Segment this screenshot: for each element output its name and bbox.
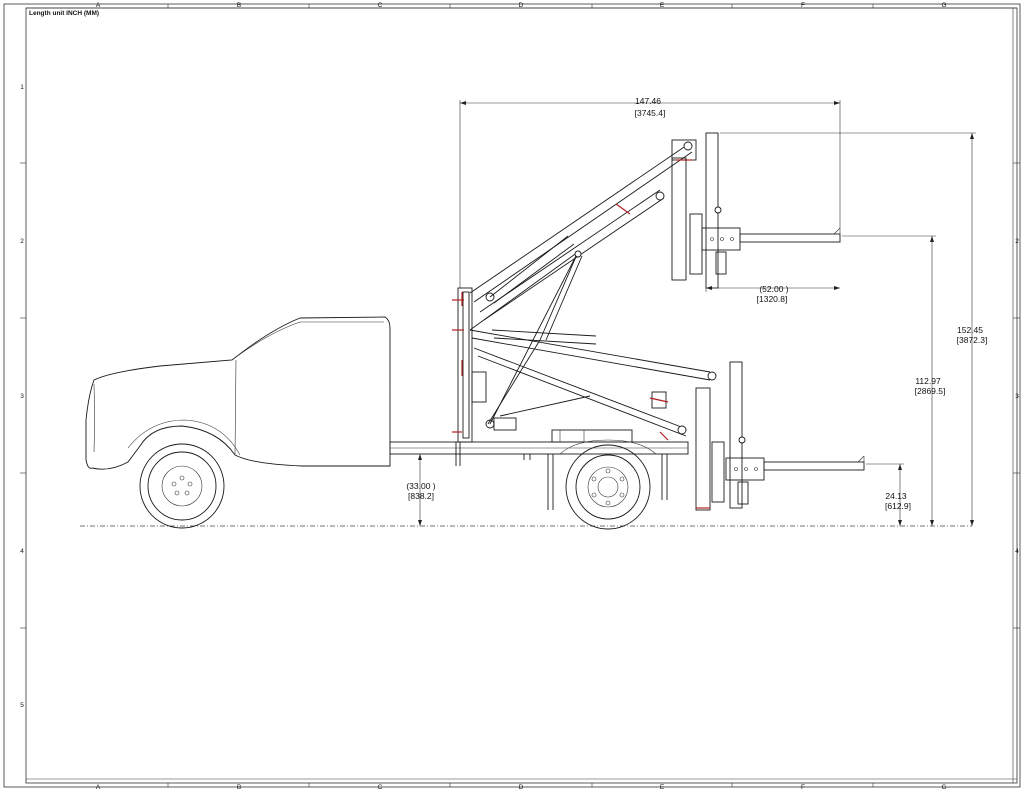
col-label-top: A — [96, 2, 101, 9]
truck-cab — [85, 316, 391, 470]
col-label-bottom: F — [801, 784, 805, 791]
row-label-right: 4 — [1015, 548, 1019, 555]
dim-fork-length-inch: (52.00 ) — [759, 284, 788, 294]
col-label-bottom: C — [378, 784, 383, 791]
front-wheel — [139, 443, 225, 529]
rear-wheel — [565, 444, 651, 530]
col-label-top: G — [941, 2, 946, 9]
sheet-border — [3, 3, 1021, 788]
col-label-bottom: B — [237, 784, 241, 791]
zone-ticks — [20, 4, 1020, 787]
col-label-top: E — [660, 2, 665, 9]
col-label-top: D — [519, 2, 524, 9]
stabilizer-legs — [523, 454, 668, 510]
dim-fork-length-mm: [1320.8] — [757, 294, 788, 304]
col-label-bottom: G — [941, 784, 946, 791]
col-label-bottom: E — [660, 784, 665, 791]
boom-raised — [469, 139, 697, 425]
col-label-top: F — [801, 2, 805, 9]
length-unit-note: Length unit INCH (MM) — [29, 10, 100, 17]
rear-fender — [559, 439, 657, 455]
row-label-left: 4 — [20, 548, 24, 555]
fork-raised — [671, 132, 841, 289]
zone-letters-top: A B C D E F G — [96, 2, 947, 9]
truck-frame — [389, 429, 689, 455]
dimension-lines — [418, 100, 976, 526]
dim-fork-lowered-inch: 24.13 — [885, 491, 907, 501]
fork-lowered — [695, 361, 865, 511]
col-label-top: B — [237, 2, 241, 9]
row-label-right: 3 — [1015, 393, 1019, 400]
dim-max-height-mm: [3872.3] — [957, 335, 988, 345]
dim-reach-inch: 147.46 — [635, 96, 661, 106]
zone-letters-bottom: A B C D E F G — [96, 784, 947, 791]
dim-frame-height-mm: [838.2] — [408, 491, 434, 501]
dim-reach-mm: [3745.4] — [635, 108, 666, 118]
zone-numbers-left: 1 2 3 4 5 — [20, 84, 24, 709]
row-label-right: 2 — [1015, 238, 1019, 245]
dim-fork-raised-inch: 112.97 — [915, 376, 941, 386]
row-label-left: 1 — [20, 84, 24, 91]
zone-numbers-right: 2 3 4 — [1015, 238, 1019, 555]
dim-frame-height-inch: (33.00 ) — [406, 481, 435, 491]
dim-max-height-inch: 152.45 — [957, 325, 983, 335]
boom-lowered — [469, 329, 717, 441]
row-label-left: 2 — [20, 238, 24, 245]
row-label-left: 5 — [20, 702, 24, 709]
col-label-top: C — [378, 2, 383, 9]
dim-fork-lowered-mm: [612.9] — [885, 501, 911, 511]
dimension-labels: 147.46 [3745.4] (52.00 ) [1320.8] 152.45… — [406, 96, 987, 511]
crane-mast — [452, 287, 517, 466]
col-label-bottom: A — [96, 784, 101, 791]
col-label-bottom: D — [519, 784, 524, 791]
dim-fork-raised-mm: [2869.5] — [915, 386, 946, 396]
row-label-left: 3 — [20, 393, 24, 400]
